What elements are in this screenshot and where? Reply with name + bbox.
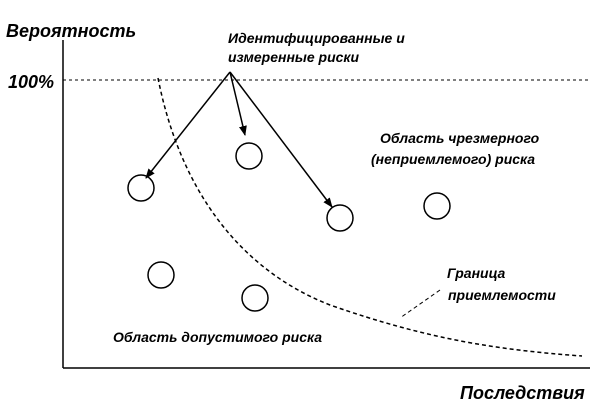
boundary-leader-line <box>399 289 441 319</box>
y-max-label: 100% <box>8 72 55 92</box>
acceptable-region-label: Область допустимого риска <box>113 329 323 345</box>
excessive-region-label-line2: (неприемлемого) риска <box>371 151 536 167</box>
arrow-to-risk-3 <box>229 71 333 208</box>
risk-circle <box>127 174 155 202</box>
risk-circle <box>326 204 354 232</box>
risk-circle <box>423 192 451 220</box>
acceptability-boundary-curve <box>157 77 583 357</box>
x-axis-label: Последствия <box>460 383 585 403</box>
risk-circle <box>241 284 269 312</box>
risk-circle <box>235 142 263 170</box>
excessive-region-label-line1: Область чрезмерного <box>380 130 540 146</box>
boundary-label-line1: Граница <box>447 265 506 281</box>
risk-circle <box>147 261 175 289</box>
identified-risks-label-line1: Идентифицированные и <box>228 30 405 46</box>
y-axis-label: Вероятность <box>6 21 137 41</box>
identified-risks-label-line2: измеренные риски <box>228 49 360 65</box>
arrow-to-risk-1 <box>145 71 231 179</box>
boundary-label-line2: приемлемости <box>448 287 556 303</box>
arrow-to-risk-2 <box>229 71 247 136</box>
